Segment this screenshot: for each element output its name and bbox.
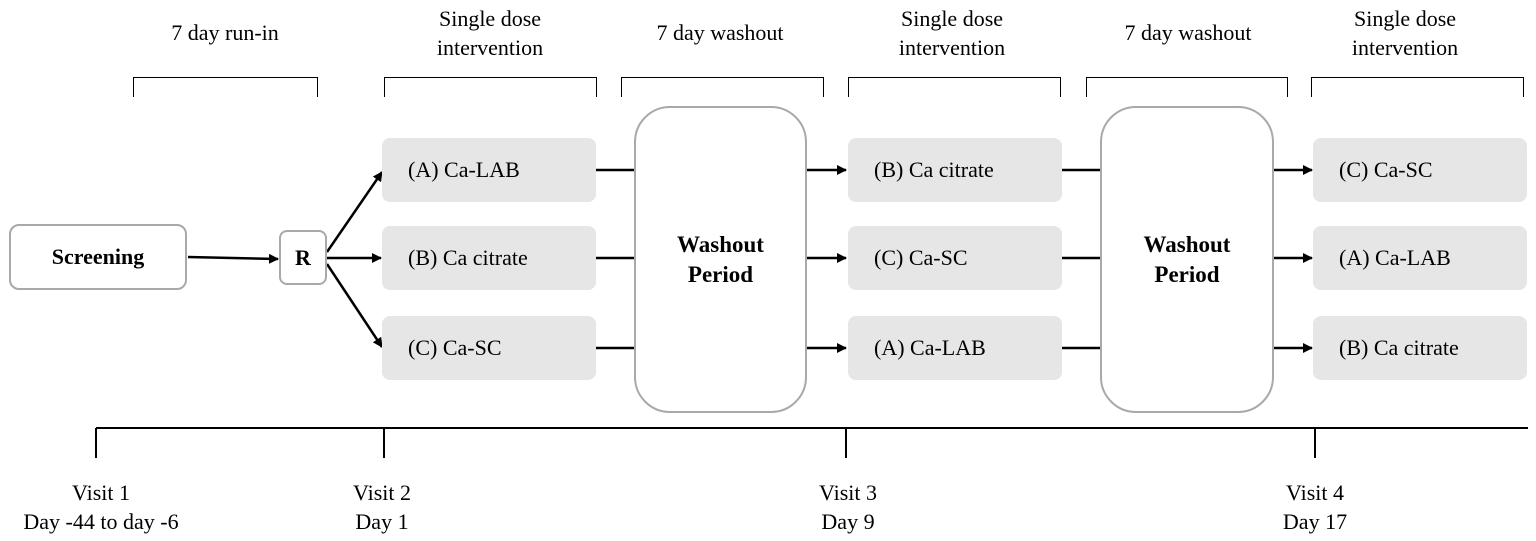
period1-treatment-row1: (A) Ca-LAB [382, 138, 596, 202]
randomization-box: R [279, 230, 327, 285]
period3-treatment-row3: (B) Ca citrate [1313, 316, 1527, 380]
period2-treatment-row2: (C) Ca-SC [848, 226, 1062, 290]
phase-bracket-intervention-3 [1311, 77, 1524, 97]
visit-4-label: Visit 4 Day 17 [1282, 480, 1348, 534]
period1-treatment-row2: (B) Ca citrate [382, 226, 596, 290]
phase-label-washout-1: 7 day washout [656, 20, 784, 45]
phase-label-washout-2: 7 day washout [1124, 20, 1252, 45]
period1-treatment-row3: (C) Ca-SC [382, 316, 596, 380]
screening-box: Screening [9, 224, 187, 290]
phase-label-intervention-1: Single dose intervention [436, 6, 544, 60]
phase-bracket-intervention-1 [384, 77, 597, 97]
phase-label-intervention-3: Single dose intervention [1351, 6, 1459, 60]
phase-label-run-in: 7 day run-in [171, 20, 279, 45]
phase-bracket-intervention-2 [848, 77, 1061, 97]
period3-treatment-row2: (A) Ca-LAB [1313, 226, 1527, 290]
phase-label-intervention-2: Single dose intervention [898, 6, 1006, 60]
phase-bracket-washout-1 [621, 77, 824, 97]
visit-2-label: Visit 2 Day 1 [353, 480, 411, 534]
period3-treatment-row1: (C) Ca-SC [1313, 138, 1527, 202]
randomization-label: R [295, 244, 311, 270]
washout-box-1: Washout Period [634, 106, 807, 413]
washout-box-2: Washout Period [1100, 106, 1274, 413]
period2-treatment-row3: (A) Ca-LAB [848, 316, 1062, 380]
period2-treatment-row1: (B) Ca citrate [848, 138, 1062, 202]
arrow-screening-to-r [187, 253, 279, 264]
visit-3-label: Visit 3 Day 9 [819, 480, 877, 534]
arrow-r-to-c [325, 263, 384, 348]
visit-1-label: Visit 1 Day -44 to day -6 [23, 480, 179, 534]
phase-bracket-washout-2 [1086, 77, 1288, 97]
arrow-r-to-a [325, 171, 384, 253]
phase-bracket-run-in [133, 77, 318, 97]
screening-label: Screening [51, 244, 145, 269]
